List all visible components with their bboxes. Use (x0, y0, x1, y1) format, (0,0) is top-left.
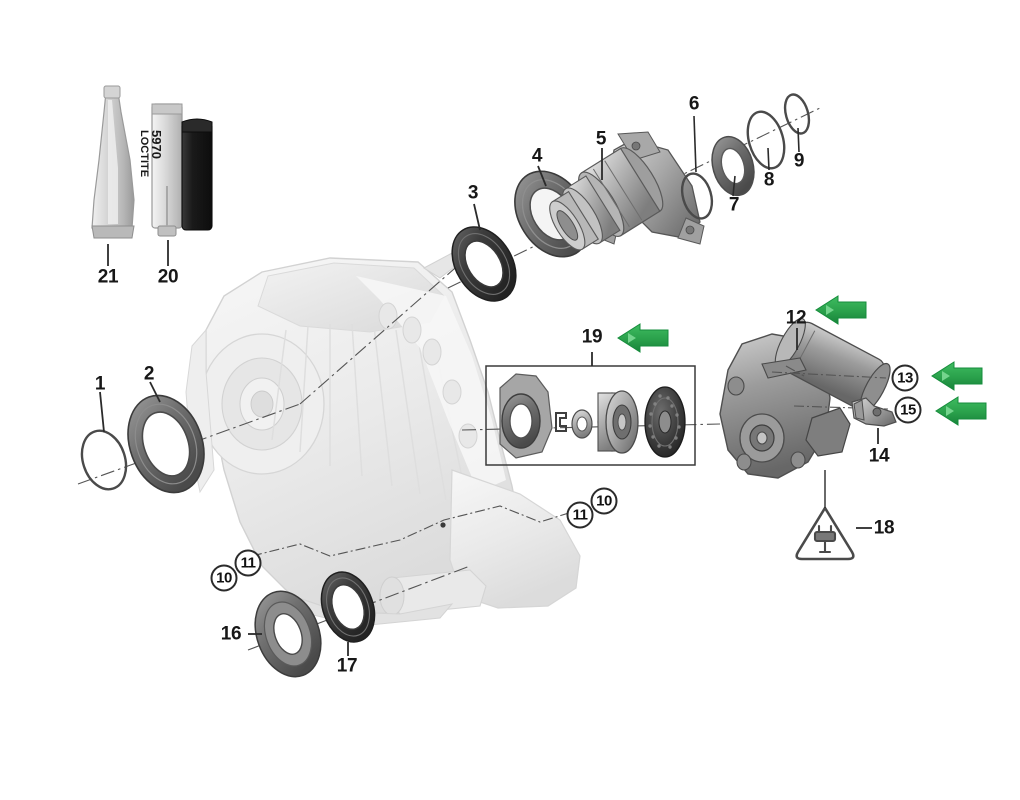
leader-2 (149, 381, 161, 403)
label-18: 18 (873, 517, 895, 539)
bubble-15: 15 (894, 396, 922, 424)
part-7-washer (711, 135, 755, 197)
leader-1 (99, 391, 105, 433)
leader-3 (473, 203, 481, 231)
label-17: 17 (336, 655, 358, 677)
part-2-shaft-seal (127, 394, 205, 494)
leader-7 (732, 175, 736, 197)
label-2: 2 (143, 363, 155, 385)
label-21: 21 (97, 266, 119, 288)
bubble-13: 13 (891, 364, 919, 392)
part-1-o-ring (80, 429, 128, 491)
part-3-shaft-seal (451, 226, 517, 302)
label-8: 8 (763, 169, 775, 191)
part-12-actuator-motor (719, 317, 891, 479)
label-5: 5 (595, 128, 607, 150)
label-12: 12 (785, 307, 807, 329)
label-19: 19 (581, 326, 603, 348)
part-19-repair-kit (485, 365, 696, 466)
leader-6 (693, 115, 697, 173)
part-14-bracket (851, 397, 897, 427)
bubble-15-text: 15 (900, 401, 916, 419)
label-7: 7 (728, 194, 740, 216)
bubble-10-left: 10 (210, 564, 238, 592)
leader-9 (797, 127, 800, 153)
label-1: 1 (94, 373, 106, 395)
bubble-11-left: 11 (234, 549, 262, 577)
transfer-case-housing (185, 251, 581, 627)
label-6: 6 (688, 93, 700, 115)
label-14: 14 (868, 445, 890, 467)
part-9-retaining-ring (783, 93, 811, 135)
bubble-13-text: 13 (897, 369, 913, 387)
highlight-arrow-12 (815, 295, 867, 325)
label-9: 9 (793, 150, 805, 172)
leader-fasteners (251, 505, 573, 557)
highlight-arrow-19 (617, 323, 669, 353)
leader-8 (767, 147, 770, 171)
part-8-retaining-ring (746, 110, 786, 170)
part-16-seal-cap (254, 590, 322, 678)
part-18-electrical-connector (795, 506, 855, 561)
label-16: 16 (220, 623, 242, 645)
part-6-o-ring (680, 172, 714, 220)
label-20: 20 (157, 266, 179, 288)
bubble-10-right-text: 10 (596, 492, 612, 510)
label-4: 4 (531, 145, 543, 167)
bubble-11-right-text: 11 (572, 506, 588, 524)
fastener-point (440, 522, 446, 528)
highlight-arrow-13 (931, 361, 983, 391)
part-20-sealant-cartridge (151, 103, 213, 237)
bubble-10-left-text: 10 (216, 569, 232, 587)
bubble-11-right: 11 (566, 501, 594, 529)
part-17-shaft-seal (320, 571, 376, 643)
bubble-10-right: 10 (590, 487, 618, 515)
highlight-arrow-15 (935, 396, 987, 426)
leader-4 (537, 165, 547, 187)
part-21-lubricant-tube (91, 85, 135, 239)
label-3: 3 (467, 182, 479, 204)
bubble-11-left-text: 11 (240, 554, 256, 572)
leader-13 (771, 365, 887, 379)
cartridge-product-text: 5970 (149, 130, 164, 159)
